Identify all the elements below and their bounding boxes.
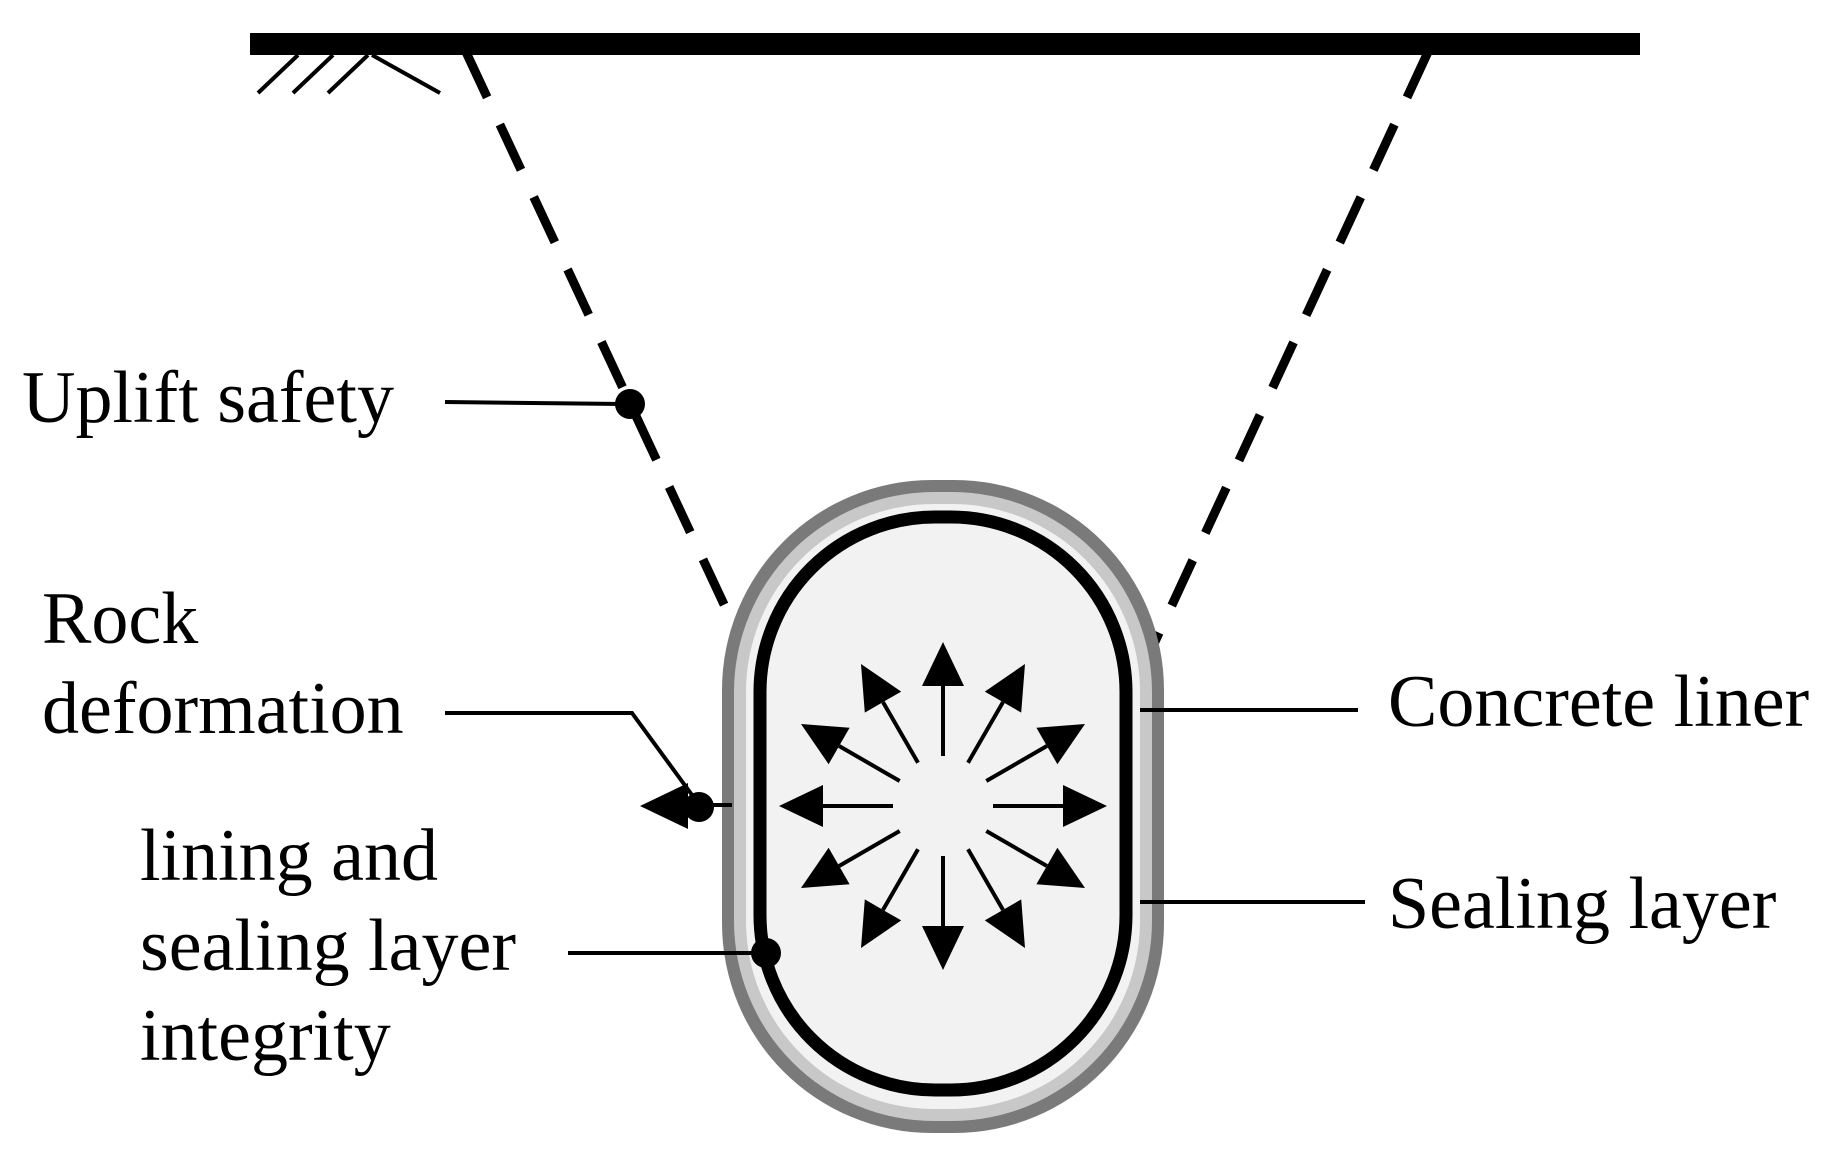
pressure-arrow-shaft xyxy=(838,829,901,868)
label-uplift-safety: Uplift safety xyxy=(22,357,394,439)
pressure-arrow-head-icon xyxy=(801,847,850,888)
rock-deformation-leader xyxy=(445,711,694,797)
label-sealing-layer: Sealing layer xyxy=(1388,863,1776,945)
label-lining-line3: integrity xyxy=(140,995,391,1077)
label-rock-line1: Rock xyxy=(42,578,198,660)
pressure-arrow-head-icon xyxy=(1036,724,1085,765)
pressure-arrow-shaft xyxy=(881,848,920,911)
pressure-arrow-head-icon xyxy=(1036,847,1085,888)
ground-hatch-icon xyxy=(256,53,441,95)
pressure-arrow-head-icon xyxy=(984,664,1025,713)
rock-deformation-arrow-icon xyxy=(640,783,688,829)
label-lining-integrity: lining and sealing layer integrity xyxy=(140,815,535,1077)
pressure-arrow-shaft xyxy=(985,829,1048,868)
pressure-arrow-head-icon xyxy=(861,899,902,948)
pressure-arrow-head-icon xyxy=(922,926,964,970)
pressure-arrow-shaft xyxy=(985,744,1048,783)
pressure-arrow-head-icon xyxy=(779,785,823,827)
label-lining-line2: sealing layer xyxy=(140,905,516,987)
uplift-safety-leader xyxy=(444,400,625,406)
label-rock-deformation: Rock deformation xyxy=(42,578,404,750)
lining-integrity-dot xyxy=(751,938,781,968)
pressure-arrow-shaft xyxy=(966,701,1005,764)
label-concrete-liner: Concrete liner xyxy=(1388,661,1809,743)
internal-pressure-arrows xyxy=(779,642,1107,970)
concrete-liner xyxy=(753,510,1133,1097)
pressure-arrow-head-icon xyxy=(922,642,964,686)
label-rock-line2: deformation xyxy=(42,668,404,750)
uplift-cone-left-line xyxy=(461,50,747,645)
pressure-arrow-shaft xyxy=(966,848,1005,911)
pressure-arrow-shaft xyxy=(881,701,920,764)
pressure-arrow-head-icon xyxy=(861,664,902,713)
uplift-safety-dot xyxy=(615,389,645,419)
pressure-arrow-head-icon xyxy=(801,724,850,765)
pressure-arrow-head-icon xyxy=(984,899,1025,948)
label-lining-line1: lining and xyxy=(140,815,438,897)
uplift-cone-right-line xyxy=(1148,50,1433,648)
pressure-arrow-shaft xyxy=(838,744,901,783)
pressure-arrow-head-icon xyxy=(1063,785,1107,827)
rock-deformation-dot xyxy=(684,792,714,822)
